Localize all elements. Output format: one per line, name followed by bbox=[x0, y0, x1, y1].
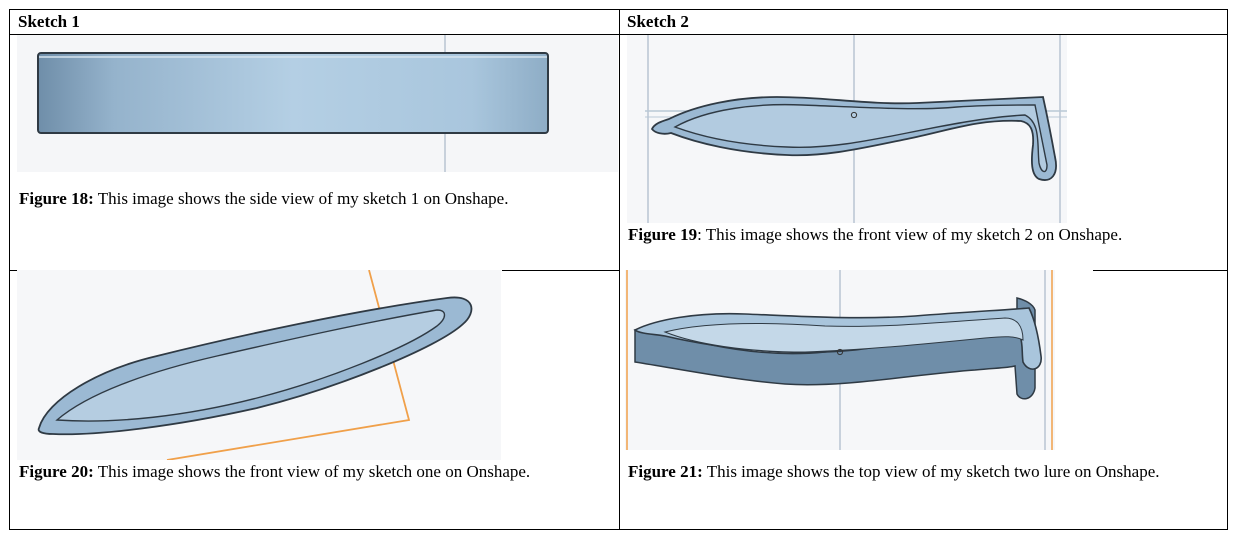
row-separator-left bbox=[10, 270, 18, 271]
figure-21-text: This image shows the top view of my sket… bbox=[702, 462, 1160, 481]
row-separator-mid bbox=[502, 270, 620, 271]
side-view-part bbox=[37, 52, 549, 134]
figure-20-caption: Figure 20: This image shows the front vi… bbox=[19, 460, 609, 484]
row-separator-right bbox=[1093, 270, 1227, 271]
header-sketch-1: Sketch 1 bbox=[18, 12, 80, 31]
header-separator bbox=[10, 34, 1227, 35]
origin-point bbox=[850, 111, 858, 119]
figure-21-label: Figure 21: bbox=[628, 462, 703, 481]
column-divider bbox=[619, 10, 620, 529]
figure-table bbox=[9, 9, 1228, 530]
figure-21-caption: Figure 21: This image shows the top view… bbox=[628, 460, 1188, 484]
figure-18-caption: Figure 18: This image shows the side vie… bbox=[19, 187, 599, 211]
header-sketch-2: Sketch 2 bbox=[627, 12, 689, 31]
figure-19-label: Figure 19 bbox=[628, 225, 698, 244]
figure-18-label: Figure 18: bbox=[19, 189, 94, 208]
origin-point bbox=[836, 348, 844, 356]
figure-21-image bbox=[625, 270, 1055, 450]
figure-20-label: Figure 20: bbox=[19, 462, 94, 481]
figure-20-image bbox=[17, 270, 501, 460]
figure-19-text: : This image shows the front view of my … bbox=[697, 225, 1123, 244]
figure-18-text: This image shows the side view of my ske… bbox=[93, 189, 509, 208]
figure-19-caption: Figure 19: This image shows the front vi… bbox=[628, 223, 1218, 247]
figure-19-image bbox=[627, 35, 1067, 223]
figure-20-text: This image shows the front view of my sk… bbox=[93, 462, 531, 481]
figure-18-image bbox=[17, 35, 618, 172]
